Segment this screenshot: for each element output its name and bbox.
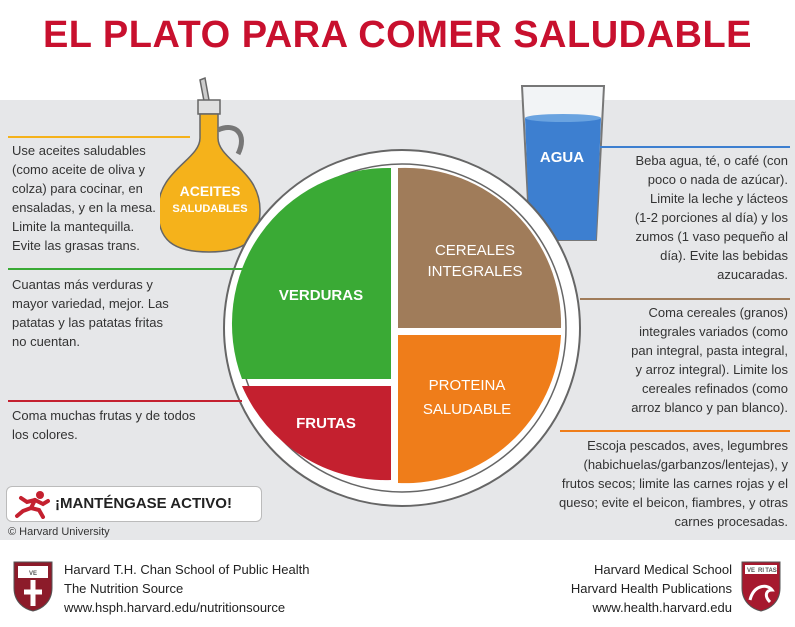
frutas-rule: [8, 400, 242, 402]
saludables-label: SALUDABLES: [172, 203, 247, 215]
cereales-rule: [580, 298, 790, 300]
svg-text:RI: RI: [758, 568, 764, 574]
proteina-section: [398, 335, 561, 484]
aceites-label: ACEITES: [180, 183, 241, 199]
water-glass: AGUA: [520, 85, 606, 241]
stay-active-label: ¡MANTÉNGASE ACTIVO!: [55, 495, 232, 512]
proteina-label: PROTEINA: [429, 377, 506, 394]
verduras-note: Cuantas más verduras y mayor variedad, m…: [12, 277, 169, 349]
page-title: EL PLATO PARA COMER SALUDABLE: [42, 14, 753, 56]
cereales-section: [398, 167, 562, 328]
verduras-section: [231, 167, 391, 379]
cereales-label: CEREALES: [435, 242, 515, 259]
svg-text:VE: VE: [747, 568, 755, 574]
aceites-note: Use aceites saludables (como aceite de o…: [12, 143, 156, 253]
copyright: © Harvard University: [8, 526, 110, 538]
footer-left: Harvard T.H. Chan School of Public Healt…: [64, 560, 344, 617]
healthy-plate: VERDURAS FRUTAS CEREALES INTEGRALES PROT…: [223, 149, 581, 507]
verduras-label: VERDURAS: [279, 287, 363, 304]
cereales-note: Coma cereales (granos) integrales variad…: [631, 305, 788, 415]
hms-shield-icon: VE RI TAS: [741, 561, 781, 612]
aceites-rule: [8, 136, 190, 138]
hhp-link[interactable]: www.health.harvard.edu: [592, 600, 732, 615]
runner-icon: [15, 491, 50, 519]
integrales-label: INTEGRALES: [427, 263, 522, 280]
proteina-note: Escoja pescados, aves, legumbres (habich…: [558, 438, 788, 529]
agua-note: Beba agua, té, o café (con poco o nada d…: [634, 153, 788, 282]
frutas-note: Coma muchas frutas y de todos los colore…: [12, 408, 196, 442]
verduras-rule: [8, 268, 260, 270]
svg-text:TAS: TAS: [765, 568, 777, 574]
stay-active-badge: ¡MANTÉNGASE ACTIVO!: [6, 486, 262, 522]
agua-rule: [600, 146, 790, 148]
oil-bottle: ACEITES SALUDABLES: [160, 76, 261, 253]
agua-label: AGUA: [540, 149, 584, 166]
frutas-label: FRUTAS: [296, 415, 356, 432]
frutas-section: [242, 386, 391, 481]
hsph-link[interactable]: www.hsph.harvard.edu/nutritionsource: [64, 600, 286, 615]
hsph-shield-icon: VE: [13, 561, 53, 612]
footer-right: Harvard Medical School Harvard Health Pu…: [520, 560, 732, 617]
saludable-label: SALUDABLE: [423, 401, 511, 418]
proteina-rule: [560, 430, 790, 432]
svg-text:VE: VE: [29, 571, 37, 577]
